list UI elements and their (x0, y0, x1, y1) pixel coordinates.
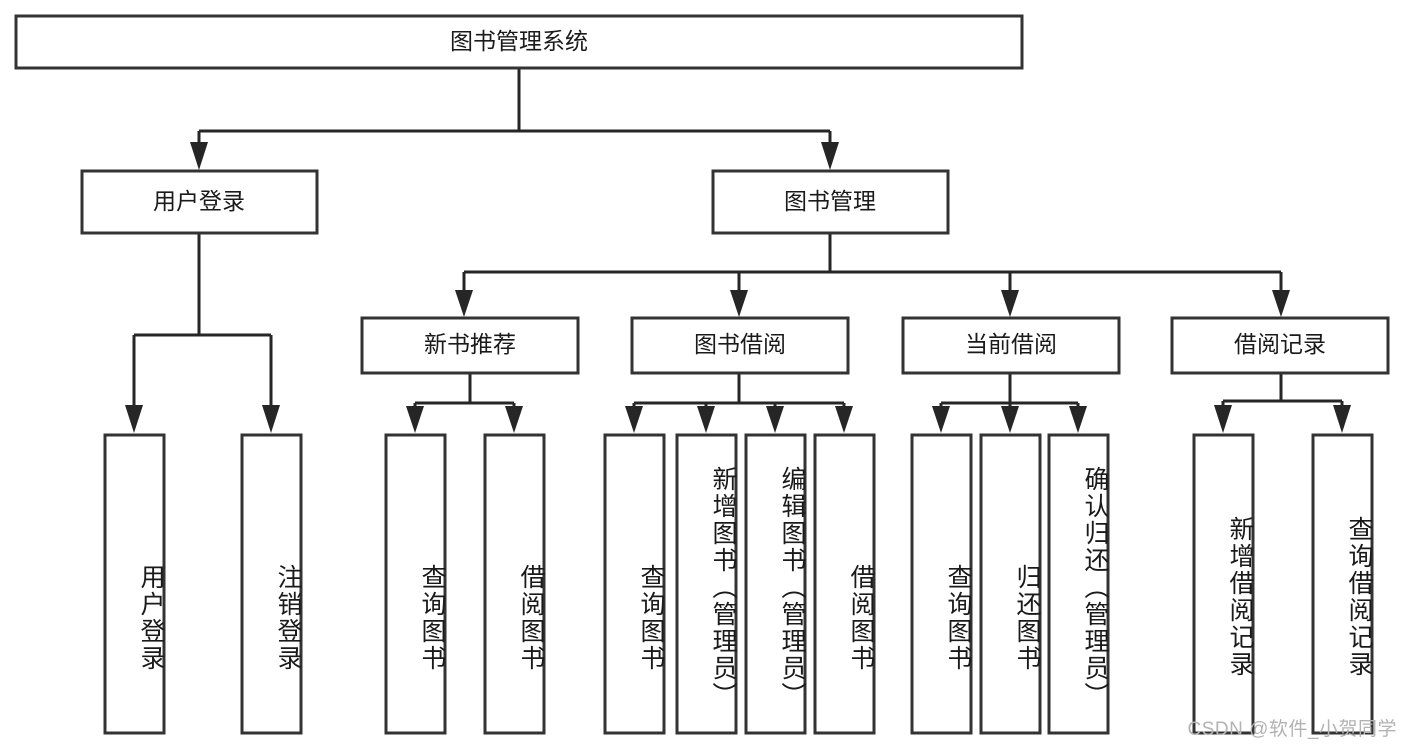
arrow-to-leaf-return-book (1001, 406, 1019, 433)
arrow-to-borrow-record (1272, 290, 1290, 317)
node-borrow-record-box[interactable] (1170, 316, 1390, 375)
node-current-borrow-label: 当前借阅 (965, 331, 1057, 357)
node-book-borrow[interactable]: 图书借阅 (630, 316, 850, 375)
arrow-to-leaf-confirm-return (1069, 406, 1087, 433)
leaf-add-book-box[interactable] (675, 433, 738, 735)
leaf-query-book-1-box[interactable] (384, 433, 447, 735)
leaf-query-book-3-box[interactable] (910, 433, 973, 735)
csdn-watermark: CSDN @软件_小贺同学 (1187, 719, 1397, 740)
node-new-book-rec-label: 新书推荐 (424, 331, 516, 357)
arrow-to-user-login (190, 142, 208, 170)
node-book-manage-label: 图书管理 (784, 188, 876, 214)
leaf-confirm-return-box[interactable] (1047, 433, 1110, 735)
node-book-borrow-label: 图书借阅 (694, 331, 786, 357)
leaf-edit-book-box[interactable] (744, 433, 807, 735)
node-book-manage-box[interactable] (711, 169, 950, 235)
arrow-to-book-borrow (730, 290, 748, 317)
node-book-borrow-box[interactable] (630, 316, 850, 375)
arrow-to-leaf-add-book (697, 406, 715, 433)
leaf-box-layer (103, 433, 1374, 735)
arrow-to-leaf-query-record (1333, 405, 1351, 433)
arrow-to-leaf-query-book-2 (625, 406, 643, 433)
node-book-manage[interactable]: 图书管理 (711, 169, 950, 235)
node-user-login-box[interactable] (80, 169, 319, 235)
arrow-to-leaf-borrow-book-2 (835, 406, 853, 433)
connector-layer (125, 68, 1351, 433)
node-current-borrow[interactable]: 当前借阅 (901, 316, 1121, 375)
leaf-user-logout-box[interactable] (240, 433, 303, 735)
node-root-box[interactable] (14, 14, 1024, 70)
node-root-label: 图书管理系统 (450, 28, 588, 54)
leaf-borrow-book-1-box[interactable] (483, 433, 546, 735)
leaf-add-record-box[interactable] (1192, 433, 1255, 735)
arrow-to-book-manage (821, 142, 839, 170)
arrow-to-leaf-user-login (125, 405, 143, 433)
node-borrow-record-label: 借阅记录 (1234, 331, 1326, 357)
node-current-borrow-box[interactable] (901, 316, 1121, 375)
arrow-to-leaf-query-book-1 (406, 406, 424, 433)
node-new-book-rec-box[interactable] (360, 316, 580, 375)
leaf-borrow-book-2-box[interactable] (813, 433, 876, 735)
node-root[interactable]: 图书管理系统 (14, 14, 1024, 70)
node-borrow-record[interactable]: 借阅记录 (1170, 316, 1390, 375)
arrow-to-new-book-rec (455, 290, 473, 317)
node-new-book-rec[interactable]: 新书推荐 (360, 316, 580, 375)
arrow-to-leaf-borrow-book-1 (505, 406, 523, 433)
leaf-query-book-2-box[interactable] (603, 433, 666, 735)
node-user-login[interactable]: 用户登录 (80, 169, 319, 235)
arrow-to-leaf-user-logout (262, 405, 280, 433)
leaf-return-book-box[interactable] (979, 433, 1042, 735)
leaf-query-record-box[interactable] (1311, 433, 1374, 735)
arrow-to-current-borrow (1001, 290, 1019, 317)
arrow-to-leaf-add-record (1214, 405, 1232, 433)
leaf-user-login-box[interactable] (103, 433, 166, 735)
arrow-to-leaf-edit-book (766, 406, 784, 433)
node-user-login-label: 用户登录 (153, 188, 245, 214)
arrow-to-leaf-query-book-3 (932, 406, 950, 433)
